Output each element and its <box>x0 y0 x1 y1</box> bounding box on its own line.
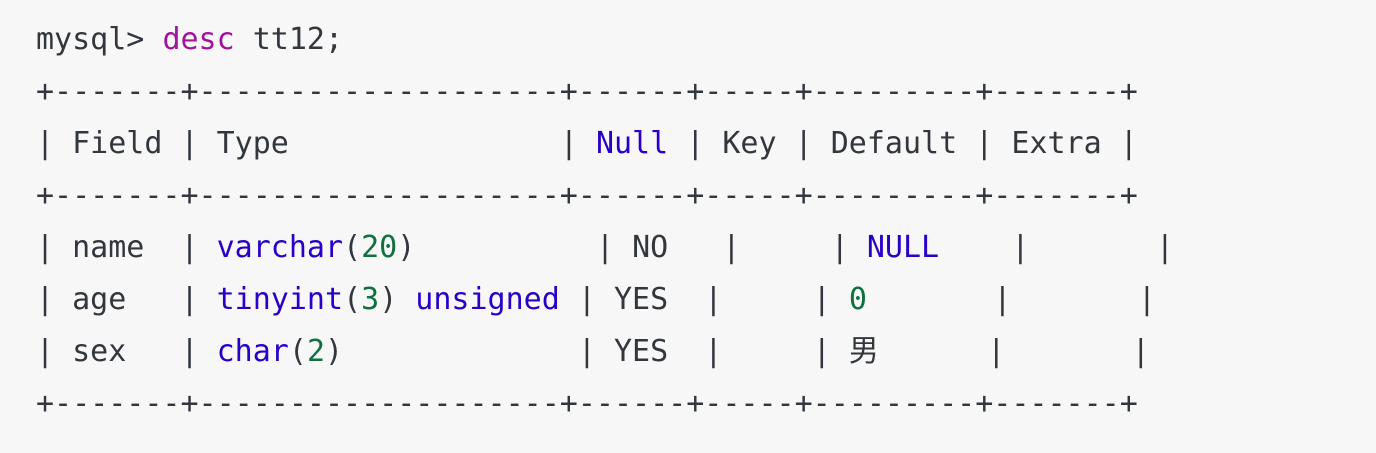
cell-divider: | <box>36 126 73 161</box>
cell-field: name <box>72 230 145 265</box>
cell-divider: | <box>704 282 813 317</box>
cell-divider: | <box>812 282 849 317</box>
cell-divider: | <box>975 126 1012 161</box>
table-row: | name | varchar(20) | NO | | NULL | | <box>36 222 1376 274</box>
cell-field: sex <box>72 334 127 369</box>
pad <box>668 334 704 369</box>
cell-divider: | <box>1137 282 1156 317</box>
cell-default: NULL <box>866 230 940 265</box>
pad <box>957 126 975 161</box>
cell-type-suffix: unsigned <box>397 282 560 317</box>
pad <box>415 230 596 265</box>
paren-close: ) <box>397 230 416 265</box>
cell-null: YES <box>614 334 669 369</box>
pad <box>1102 126 1120 161</box>
table-rule-top: +-------+--------------------+------+---… <box>36 74 1138 109</box>
cell-type-base: char <box>216 334 289 369</box>
table-row: | sex | char(2) | YES | | 男 | | <box>36 326 1376 378</box>
cell-divider: | <box>180 282 217 317</box>
cell-divider: | <box>704 334 813 369</box>
cell-divider: | <box>180 126 217 161</box>
cell-null: NO <box>632 230 669 265</box>
pad <box>560 282 578 317</box>
cell-divider: | <box>559 126 596 161</box>
cell-type-base: varchar <box>216 230 344 265</box>
sql-keyword-desc: desc <box>162 22 235 57</box>
cell-divider: | <box>577 282 614 317</box>
space-2 <box>235 22 253 57</box>
cell-divider: | <box>1155 230 1174 265</box>
pad <box>289 126 560 161</box>
cell-divider: | <box>812 334 849 369</box>
column-header-key: Key <box>722 126 777 161</box>
shell-prompt: mysql> <box>36 22 145 57</box>
pad <box>343 334 578 369</box>
cell-field: age <box>72 282 127 317</box>
column-header-field: Field <box>72 126 163 161</box>
cell-divider: | <box>180 230 217 265</box>
cell-divider: | <box>36 334 73 369</box>
table-header-row: | Field | Type | Null | Key | Default | … <box>36 118 1376 170</box>
pad <box>144 230 180 265</box>
cell-divider: | <box>686 126 723 161</box>
column-header-type: Type <box>216 126 289 161</box>
column-header-default: Default <box>830 126 958 161</box>
cell-divider: | <box>722 230 831 265</box>
cell-divider: | <box>830 230 867 265</box>
cell-divider: | <box>577 334 614 369</box>
pad <box>162 126 180 161</box>
pad <box>126 334 180 369</box>
cell-divider: | <box>794 126 831 161</box>
paren-close: ) <box>379 282 398 317</box>
pad <box>668 230 722 265</box>
paren-open: ( <box>288 334 307 369</box>
pad <box>668 282 704 317</box>
cell-divider: | <box>993 282 1138 317</box>
table-row: | age | tinyint(3) unsigned | YES | | 0 … <box>36 274 1376 326</box>
table-rule-bottom: +-------+--------------------+------+---… <box>36 386 1138 421</box>
pad <box>867 282 993 317</box>
paren-close: ) <box>325 334 344 369</box>
cell-divider: | <box>36 282 73 317</box>
pad <box>668 126 686 161</box>
column-header-extra: Extra <box>1011 126 1102 161</box>
pad <box>126 282 180 317</box>
cell-type-base: tinyint <box>216 282 344 317</box>
cell-divider: | <box>1011 230 1156 265</box>
cell-default: 男 <box>848 334 879 369</box>
paren-open: ( <box>343 230 362 265</box>
cell-null: YES <box>614 282 669 317</box>
cell-type-size: 3 <box>361 282 380 317</box>
cell-divider: | <box>1131 334 1150 369</box>
cell-divider: | <box>987 334 1132 369</box>
cell-divider: | <box>595 230 633 265</box>
pad <box>879 334 987 369</box>
pad <box>777 126 795 161</box>
cell-default: 0 <box>848 282 867 317</box>
cell-divider: | <box>180 334 217 369</box>
column-header-null: Null <box>595 126 669 161</box>
cell-type-size: 20 <box>361 230 398 265</box>
cell-divider: | <box>36 230 73 265</box>
sql-table-argument: tt12; <box>252 22 344 57</box>
cell-divider: | <box>1119 126 1138 161</box>
space-1 <box>144 22 162 57</box>
command-line: mysql> desc tt12; <box>36 14 1376 66</box>
table-rule-header: +-------+--------------------+------+---… <box>36 178 1138 213</box>
cell-type-size: 2 <box>306 334 325 369</box>
pad <box>939 230 1011 265</box>
paren-open: ( <box>343 282 362 317</box>
